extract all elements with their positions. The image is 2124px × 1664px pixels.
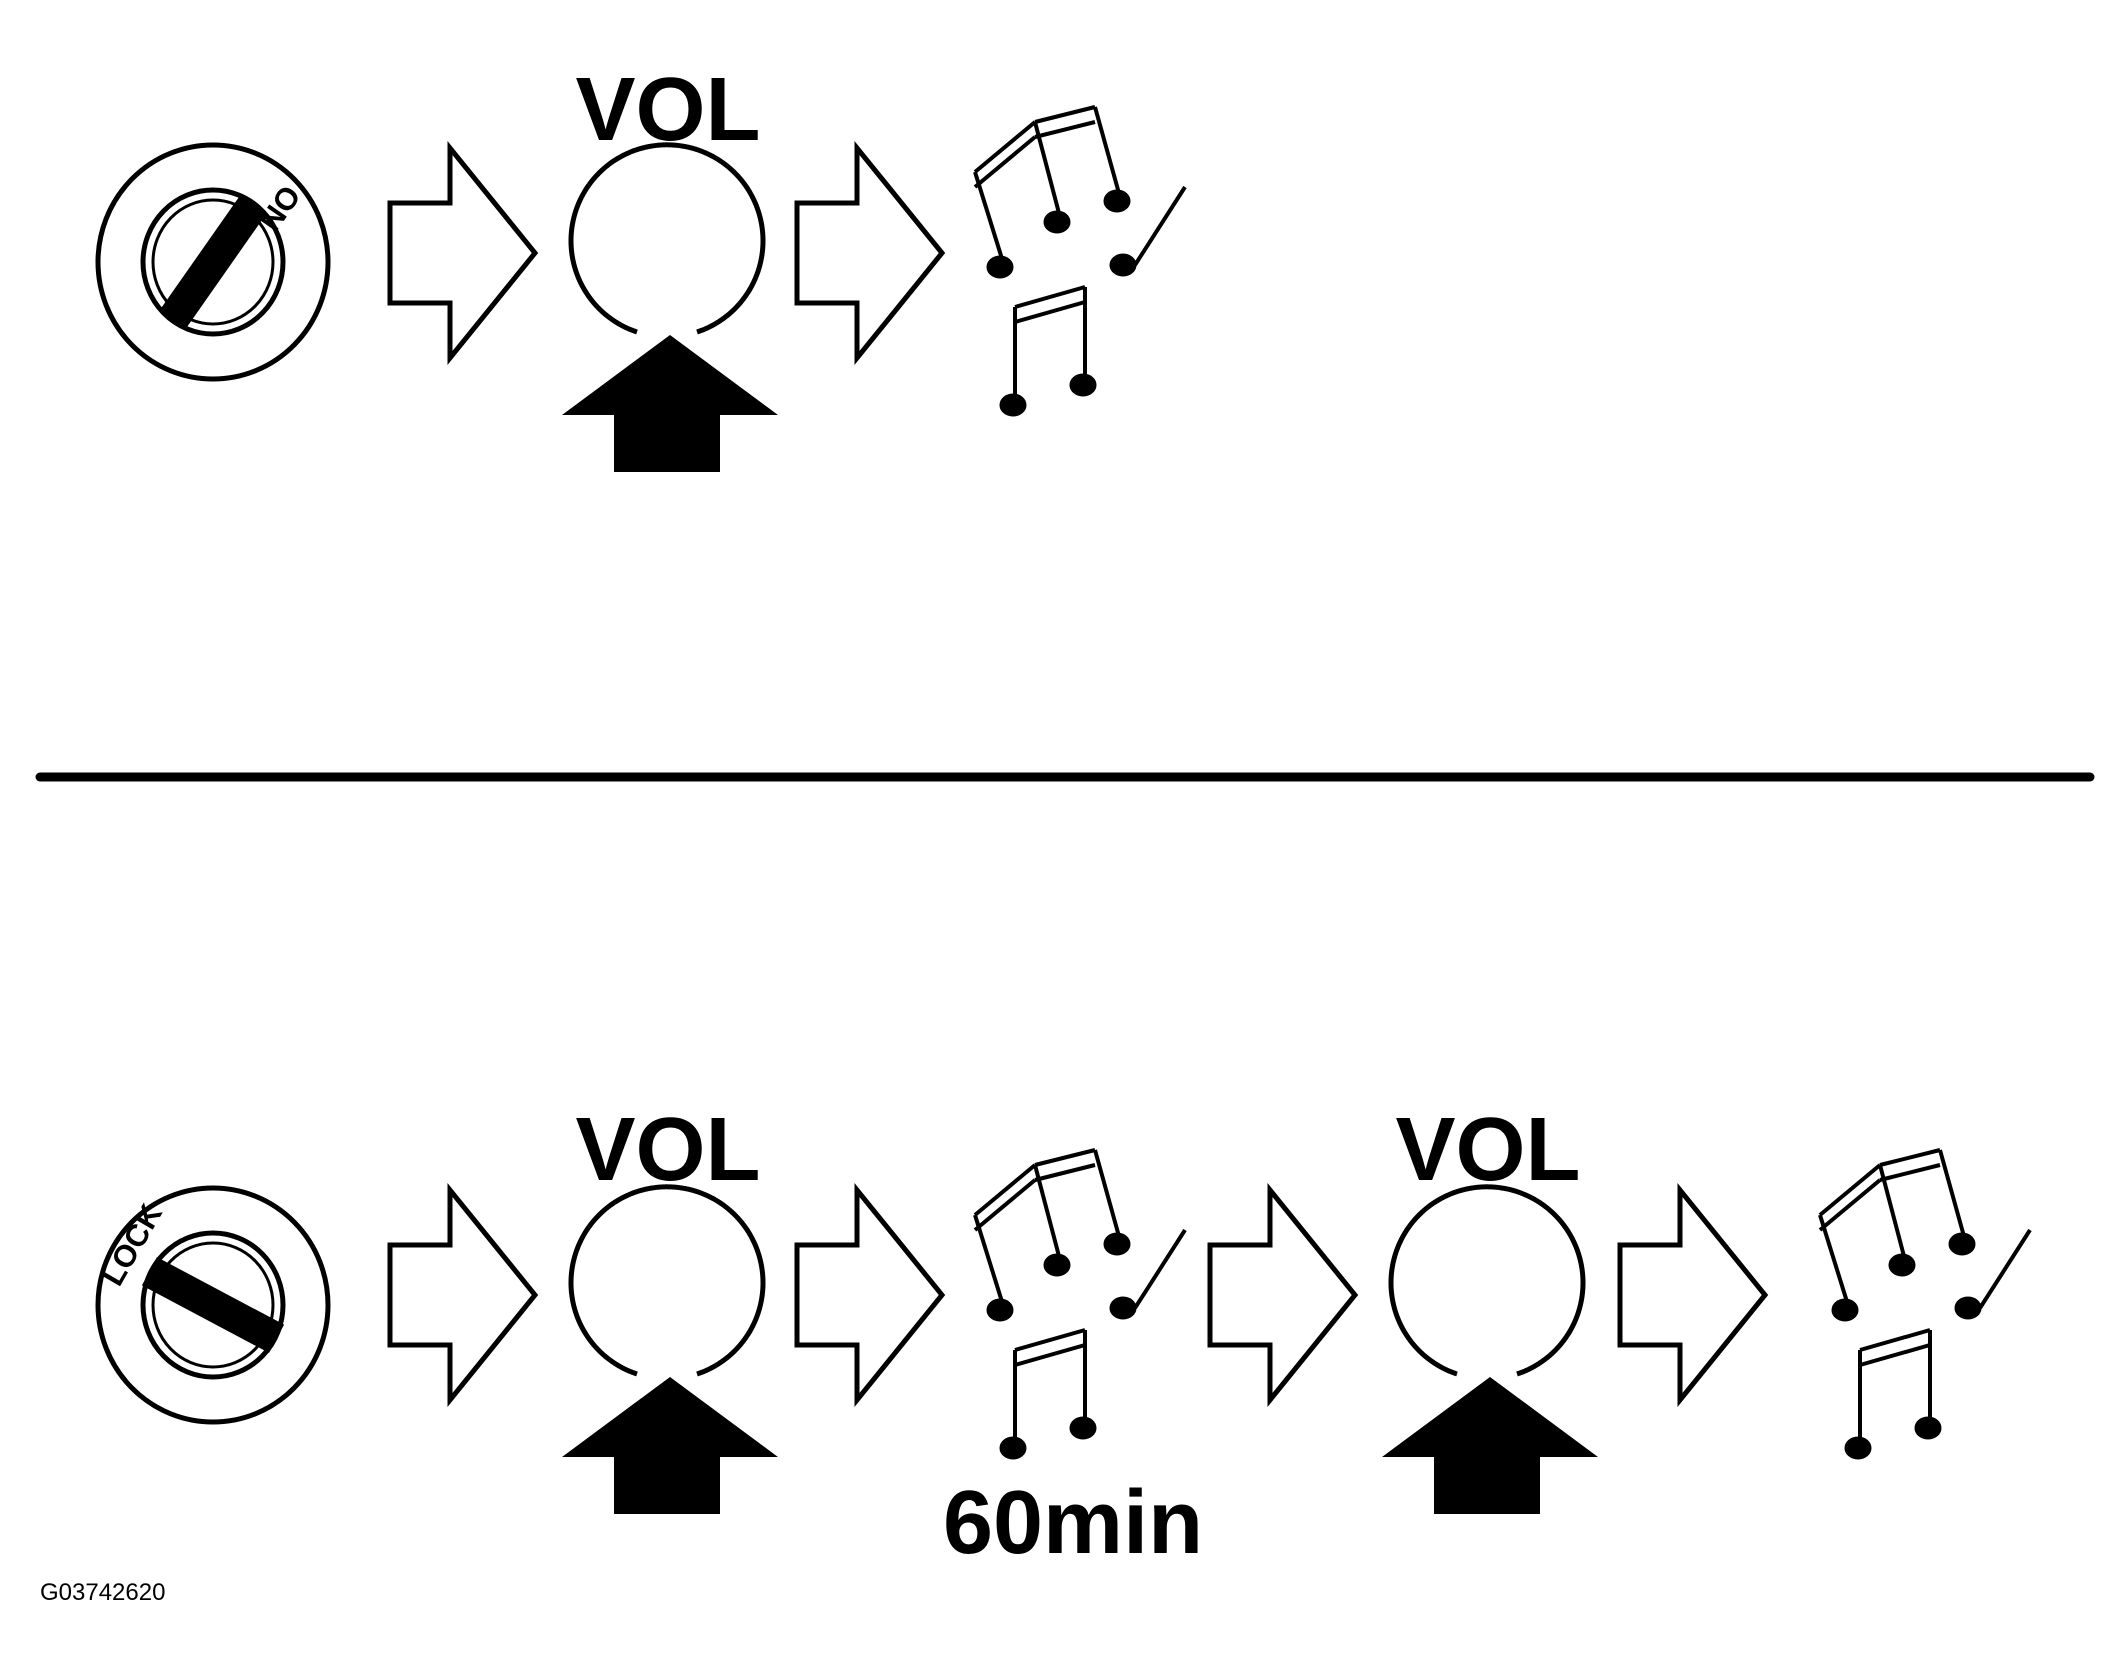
- push-up-arrow-icon: [562, 335, 778, 472]
- push-up-arrow-icon: [562, 1377, 778, 1514]
- ignition-key-icon: LOCK: [95, 1185, 331, 1425]
- volume-knob-icon: [1391, 1187, 1583, 1374]
- volume-knob-icon: [571, 1187, 763, 1374]
- volume-knob-icon: [571, 145, 763, 332]
- flow-arrow-4: [797, 1190, 942, 1400]
- knob-label-vol-1: VOL: [575, 1100, 760, 1200]
- figure-reference-code: G03742620: [40, 1579, 165, 1606]
- knob-label-vol-2: VOL: [1395, 1100, 1580, 1200]
- bottom-sequence: LOCK VOL VOL 60min: [95, 1100, 2032, 1573]
- music-notes-icon: [973, 1148, 1187, 1461]
- music-notes-icon: [1818, 1148, 2032, 1461]
- music-notes-icon: [973, 105, 1187, 418]
- flow-arrow-1: [390, 148, 535, 358]
- interval-label: 60min: [943, 1473, 1203, 1573]
- flow-arrow-2: [797, 148, 942, 358]
- flow-arrow-6: [1620, 1190, 1765, 1400]
- top-sequence: ON VOL: [95, 60, 1187, 472]
- push-up-arrow-icon: [1382, 1377, 1598, 1514]
- ignition-key-icon: ON: [95, 142, 331, 382]
- flow-arrow-5: [1210, 1190, 1355, 1400]
- flow-arrow-3: [390, 1190, 535, 1400]
